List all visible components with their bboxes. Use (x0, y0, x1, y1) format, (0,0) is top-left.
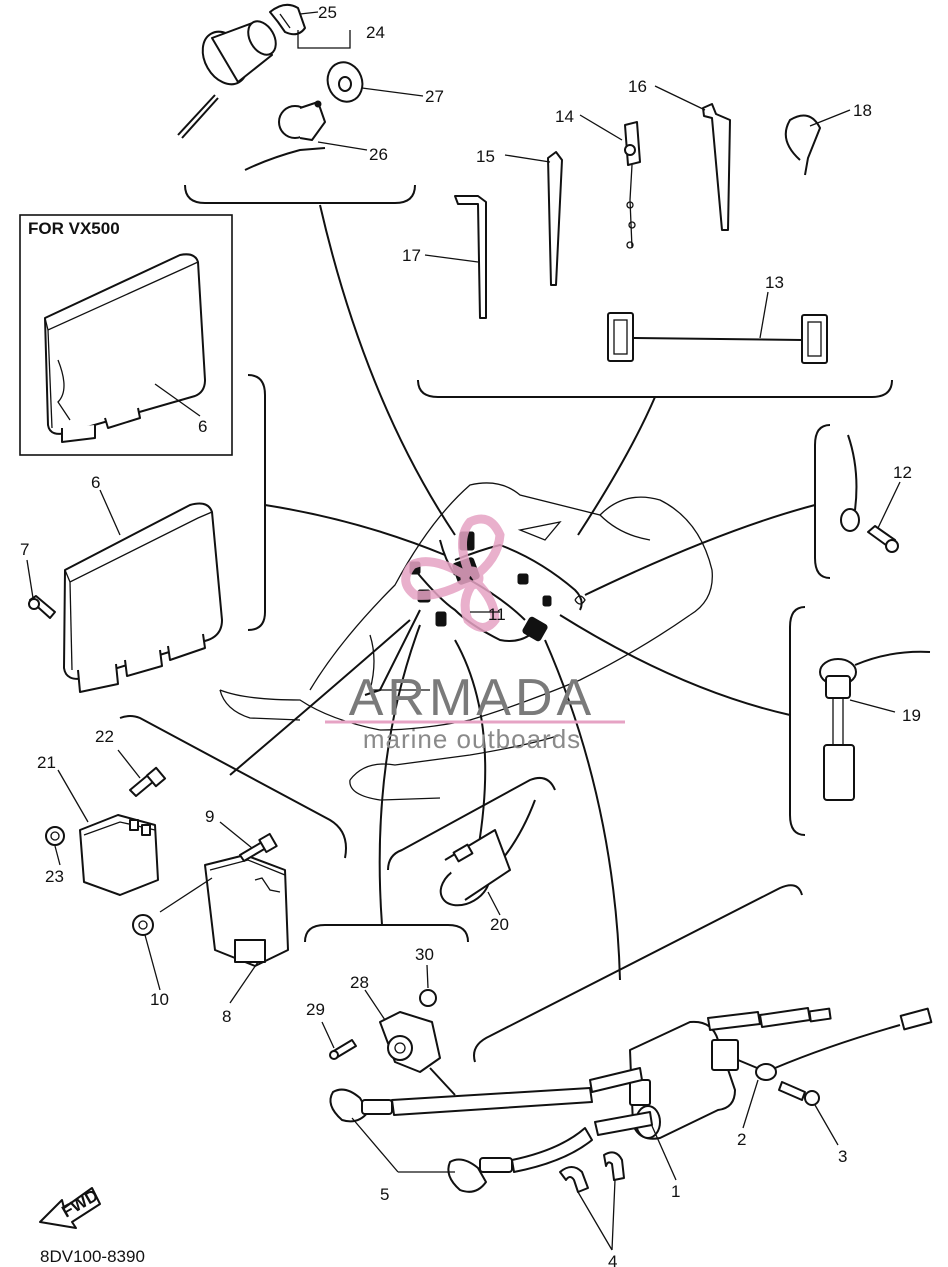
callout-6: 6 (91, 473, 100, 492)
part-15-cable-tie (547, 151, 563, 286)
part-6-ecu-vx500 (44, 253, 206, 443)
part-2-ground-wire (737, 1007, 933, 1081)
part-20-capacitor (439, 799, 536, 907)
part-28-pickup-coil (379, 1011, 456, 1096)
callout-14: 14 (555, 107, 574, 126)
part-25-key-cap (269, 3, 306, 36)
part-24-switch-assembly (177, 20, 277, 139)
callout-12: 12 (893, 463, 912, 482)
part-18-spring-clip (784, 114, 822, 176)
callout-23: 23 (45, 867, 64, 886)
callout-10: 10 (150, 990, 169, 1009)
inset-title: FOR VX500 (28, 219, 120, 238)
part-23-nut (45, 826, 65, 846)
callout-28: 28 (350, 973, 369, 992)
callout-13: 13 (765, 273, 784, 292)
callout-8: 8 (222, 1007, 231, 1026)
coil-lead (759, 1007, 832, 1028)
watermark-brand: ARMADA (349, 669, 595, 727)
callout-9: 9 (205, 807, 214, 826)
part-3-bolt (778, 1081, 820, 1106)
part-7-bolt (28, 595, 56, 619)
part-10-nut (132, 914, 154, 936)
part-27-grommet (326, 61, 364, 103)
callout-11: 11 (488, 605, 506, 624)
fwd-arrow-icon: FWD (39, 1186, 102, 1229)
part-29-screw (329, 1039, 357, 1060)
callout-16: 16 (628, 77, 647, 96)
callout-29: 29 (306, 1000, 325, 1019)
callout-25: 25 (318, 3, 337, 22)
callout-20: 20 (490, 915, 509, 934)
callout-26: 26 (369, 145, 388, 164)
part-1-ignition-coil (589, 1011, 761, 1140)
part-26-sensor (244, 100, 326, 171)
part-12-ground-lead (840, 434, 899, 553)
callout-17: 17 (402, 246, 421, 265)
callout-24: 24 (366, 23, 385, 42)
callout-21: 21 (37, 753, 56, 772)
part-16-cable-tie (702, 103, 731, 231)
part-19-sender-unit (819, 650, 931, 801)
part-22-bolt (129, 766, 167, 797)
part-30-collar (419, 989, 437, 1007)
part-5-plug-caps (329, 1087, 593, 1193)
figure-code: 8DV100-8390 (40, 1247, 145, 1266)
watermark: ARMADA marine outboards (325, 514, 625, 754)
callout-19: 19 (902, 706, 921, 725)
callout-3: 3 (838, 1147, 847, 1166)
callout-30: 30 (415, 945, 434, 964)
harness-leaders (229, 204, 816, 981)
callout-leaders (26, 11, 901, 1251)
part-13-strap-buckle (607, 312, 828, 364)
callout-5: 5 (380, 1185, 389, 1204)
callout-labels: 1 2 3 4 5 6 6 7 8 9 10 11 12 13 14 15 16… (20, 3, 921, 1267)
callout-27: 27 (425, 87, 444, 106)
callout-18: 18 (853, 101, 872, 120)
group-brackets (119, 184, 893, 1063)
callout-7: 7 (20, 540, 29, 559)
part-8-rectifier (204, 854, 289, 967)
part-21-relay (79, 814, 159, 896)
callout-1: 1 (671, 1182, 680, 1201)
hull-outline (219, 482, 713, 801)
watermark-propeller-icon (401, 514, 505, 632)
callout-15: 15 (476, 147, 495, 166)
callout-2: 2 (737, 1130, 746, 1149)
callout-6-inset: 6 (198, 417, 207, 436)
watermark-tagline: marine outboards (363, 724, 581, 754)
callout-22: 22 (95, 727, 114, 746)
vx500-inset: FOR VX500 (19, 214, 233, 456)
part-9-bolt (239, 832, 278, 862)
callout-4: 4 (608, 1252, 617, 1267)
part-17-strap (454, 195, 487, 319)
part-14-clip-chain (624, 121, 641, 249)
part-6-ecu (63, 502, 223, 693)
